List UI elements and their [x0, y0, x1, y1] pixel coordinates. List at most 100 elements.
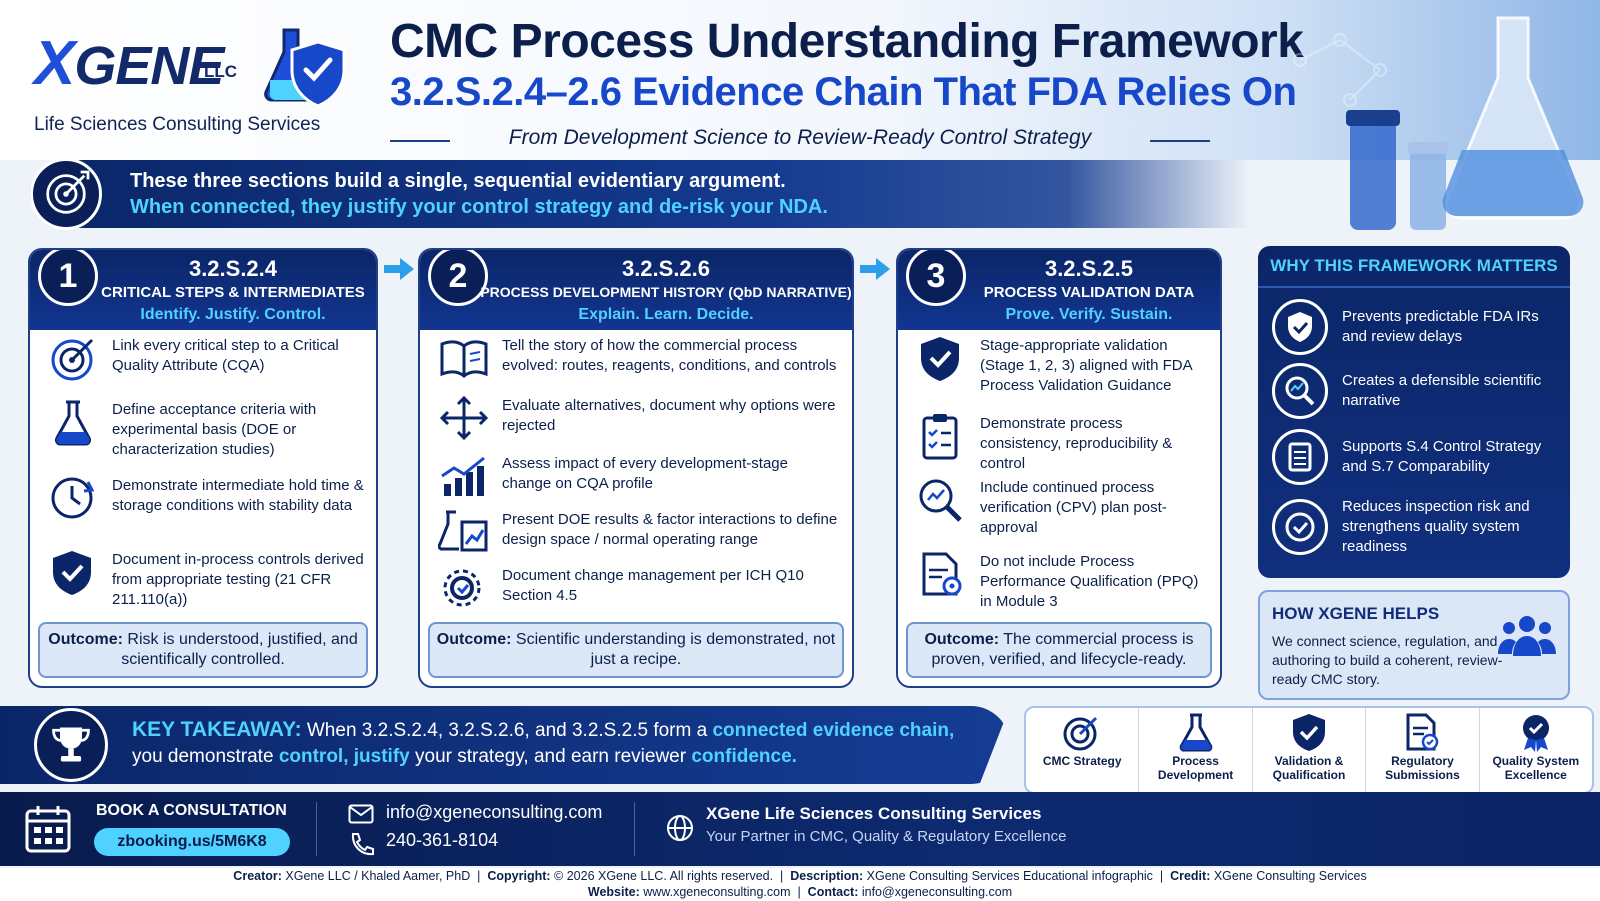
target-icon [1063, 716, 1098, 751]
email-link[interactable]: info@xgeneconsulting.com [386, 802, 603, 822]
team-icon [1498, 616, 1556, 656]
service-tile-validation[interactable]: Validation & Qualification [1253, 708, 1367, 792]
service-label: Process Development [1157, 754, 1234, 782]
helps-text: We connect science, regulation, and auth… [1272, 633, 1503, 687]
section-motto: Explain. Learn. Decide. [578, 306, 754, 323]
shield-check-icon [1293, 714, 1326, 751]
credits-footer: Creator: XGene LLC / Khaled Aamer, PhD |… [0, 868, 1600, 901]
page-subtitle: 3.2.S.2.4–2.6 Evidence Chain That FDA Re… [390, 70, 1297, 114]
list-item: Demonstrate intermediate hold time & sto… [30, 474, 376, 548]
arrow-right-icon [384, 258, 414, 280]
item-text: Stage-appropriate validation (Stage 1, 2… [980, 337, 1192, 394]
phone-icon [351, 833, 374, 856]
item-text: Evaluate alternatives, document why opti… [502, 397, 836, 434]
credit-label: Contact: [807, 885, 859, 899]
section-header: 1 3.2.S.2.4 CRITICAL STEPS & INTERMEDIAT… [30, 250, 376, 330]
takeaway-text: When 3.2.S.2.4, 3.2.S.2.6, and 3.2.S.2.5… [301, 720, 713, 741]
takeaway-text: you demonstrate [132, 746, 279, 767]
list-item: Document in-process controls derived fro… [30, 548, 376, 618]
page-tagline: From Development Science to Review-Ready… [390, 126, 1210, 150]
flask-icon [1179, 713, 1212, 752]
section-items: Stage-appropriate validation (Stage 1, 2… [898, 334, 1220, 620]
credit-value: XGene Consulting Services [1210, 869, 1367, 883]
item-text: Document in-process controls derived fro… [112, 551, 364, 608]
list-item: Demonstrate process consistency, reprodu… [898, 412, 1220, 476]
page-title: CMC Process Understanding Framework [390, 15, 1304, 68]
doe-chart-icon [438, 510, 488, 552]
why-title: WHY THIS FRAMEWORK MATTERS [1270, 256, 1558, 275]
outcome-text: Scientific understanding is demonstrated… [511, 631, 836, 668]
service-tile-regulatory[interactable]: Regulatory Submissions [1366, 708, 1480, 792]
credit-value: © 2026 XGene LLC. All rights reserved. [550, 869, 774, 883]
brand-tagline: Life Sciences Consulting Services [34, 114, 321, 135]
service-tile-process-development[interactable]: Process Development [1139, 708, 1253, 792]
arrow-right-icon [860, 258, 890, 280]
service-label: Validation & Qualification [1272, 754, 1346, 782]
document-check-icon [1406, 713, 1439, 751]
credit-value: XGene LLC / Khaled Aamer, PhD [281, 869, 471, 883]
section-name: CRITICAL STEPS & INTERMEDIATES [101, 284, 365, 301]
credits-line-1: Creator: XGene LLC / Khaled Aamer, PhD |… [233, 869, 1367, 883]
credits-line-2: Website: www.xgeneconsulting.com | Conta… [587, 885, 1013, 899]
outcome-label: Outcome: [924, 631, 1000, 648]
contact-email-link[interactable]: info@xgeneconsulting.com [858, 885, 1013, 899]
open-book-icon [440, 340, 488, 378]
trend-chart-icon [441, 456, 485, 496]
clock-icon [51, 477, 95, 519]
list-item: Stage-appropriate validation (Stage 1, 2… [898, 334, 1220, 412]
phone-link[interactable]: 240-361-8104 [386, 830, 499, 850]
takeaway-text: your strategy, and earn reviewer [409, 746, 692, 767]
header: XGENE LLC Life Sciences Consulting Servi… [0, 0, 1600, 230]
trophy-icon [34, 708, 108, 782]
list-item: Present DOE results & factor interaction… [420, 508, 852, 564]
check-circle-icon [1272, 499, 1328, 555]
section-code: 3.2.S.2.4 [188, 256, 278, 281]
magnifier-chart-icon [1272, 363, 1328, 419]
shield-check-icon [53, 551, 91, 595]
section-card-3: 3 3.2.S.2.5 PROCESS VALIDATION DATA Prov… [896, 248, 1222, 688]
services-strip: CMC Strategy Process Development Validat… [1024, 706, 1594, 794]
outcome-text: Risk is understood, justified, and scien… [121, 631, 358, 668]
list-item: Define acceptance criteria with experime… [30, 398, 376, 474]
banner-line-1: These three sections build a single, seq… [130, 170, 786, 192]
item-text: Document change management per ICH Q10 S… [502, 567, 804, 604]
section-number: 2 [428, 250, 488, 306]
takeaway-line-2: you demonstrate control, justify your st… [132, 746, 797, 768]
section-header: 2 3.2.S.2.6 PROCESS DEVELOPMENT HISTORY … [420, 250, 852, 330]
brand-logo[interactable]: XGENE LLC Life Sciences Consulting Servi… [34, 22, 364, 142]
why-item: Creates a defensible scientific narrativ… [1272, 360, 1562, 422]
section-card-1: 1 3.2.S.2.4 CRITICAL STEPS & INTERMEDIAT… [28, 248, 378, 688]
website-link[interactable]: www.xgeneconsulting.com [639, 885, 791, 899]
booking-link[interactable]: zbooking.us/5M6K8 [94, 828, 290, 856]
logo-wordmark: XGENE [34, 28, 224, 99]
service-tile-cmc-strategy[interactable]: CMC Strategy [1026, 708, 1140, 792]
credit-label: Creator: [233, 869, 282, 883]
takeaway-line-1: KEY TAKEAWAY: When 3.2.S.2.4, 3.2.S.2.6,… [132, 718, 954, 742]
globe-icon [667, 815, 693, 841]
logo-x: X [34, 29, 75, 98]
credit-label: Website: [587, 885, 640, 899]
shield-check-icon [921, 337, 959, 381]
clipboard-list-icon [1272, 429, 1328, 485]
takeaway-highlight: confidence. [691, 746, 797, 767]
section-name: PROCESS DEVELOPMENT HISTORY (QbD NARRATI… [480, 284, 852, 300]
flask-icon [54, 400, 92, 446]
section-outcome: Outcome: The commercial process is prove… [906, 622, 1212, 678]
service-label: Quality System Excellence [1492, 754, 1580, 782]
section-code: 3.2.S.2.5 [1044, 256, 1134, 281]
divider [1258, 286, 1570, 288]
service-tile-quality-system[interactable]: Quality System Excellence [1480, 708, 1592, 792]
item-text: Include continued process verification (… [980, 479, 1167, 536]
section-items: Link every critical step to a Critical Q… [30, 334, 376, 618]
organization-name: XGene Life Sciences Consulting Services [706, 804, 1042, 823]
item-text: Link every critical step to a Critical Q… [112, 337, 339, 374]
why-item: Reduces inspection risk and strengthens … [1272, 496, 1562, 558]
list-item: Link every critical step to a Critical Q… [30, 334, 376, 398]
lab-glassware-icon [1293, 16, 1584, 230]
divider [634, 802, 635, 856]
item-text: Do not include Process Performance Quali… [980, 553, 1199, 610]
contact-bar: BOOK A CONSULTATION zbooking.us/5M6K8 in… [0, 792, 1600, 866]
section-card-2: 2 3.2.S.2.6 PROCESS DEVELOPMENT HISTORY … [418, 248, 854, 688]
why-framework-panel: WHY THIS FRAMEWORK MATTERS Prevents pred… [1258, 246, 1570, 578]
list-item: Include continued process verification (… [898, 476, 1220, 550]
